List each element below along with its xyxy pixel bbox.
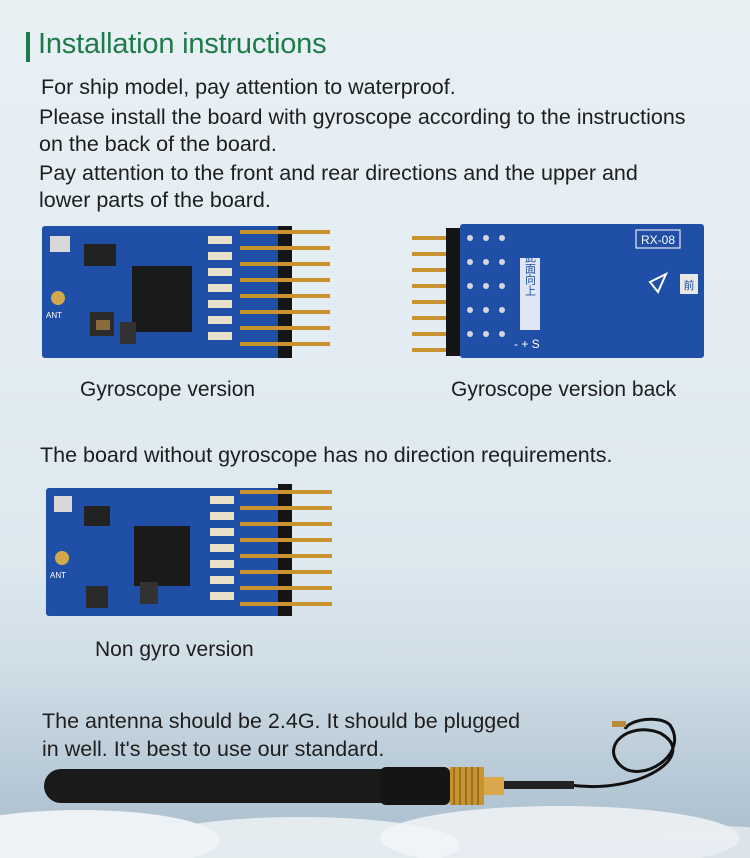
instruction-line-5: lower parts of the board. — [39, 188, 271, 212]
board-model-label: RX-08 — [641, 233, 675, 247]
antenna-line-1: The antenna should be 2.4G. It should be… — [42, 709, 521, 733]
svg-text:ANT: ANT — [46, 311, 62, 320]
non-gyro-board-image: ANT — [46, 484, 332, 616]
instruction-line-3: on the back of the board. — [39, 132, 277, 156]
antenna-line-2: in well. It's best to use our standard. — [42, 737, 385, 761]
antenna-image — [44, 717, 677, 805]
pin-polarity-label: - + S — [514, 337, 540, 351]
caption-gyroscope-version: Gyroscope version — [80, 378, 256, 401]
instruction-line-4: Pay attention to the front and rear dire… — [39, 161, 638, 185]
gyroscope-board-image: ANT — [42, 226, 330, 358]
instruction-line-1: For ship model, pay attention to waterpr… — [41, 75, 456, 99]
gyroscope-board-back-image: RX-08 此面向上 前 - + S — [412, 224, 704, 358]
caption-non-gyro-version: Non gyro version — [95, 638, 254, 661]
instruction-line-2: Please install the board with gyroscope … — [39, 105, 686, 129]
page-title: Installation instructions — [38, 28, 327, 60]
ant-label: ANT — [50, 571, 66, 580]
cloud-background — [0, 806, 750, 858]
no-gyro-note: The board without gyroscope has no direc… — [40, 443, 613, 467]
front-char-label: 前 — [684, 278, 695, 292]
caption-gyroscope-version-back: Gyroscope version back — [451, 378, 677, 401]
title-accent-bar — [26, 32, 30, 62]
direction-chinese-label: 此面向上 — [524, 252, 537, 296]
